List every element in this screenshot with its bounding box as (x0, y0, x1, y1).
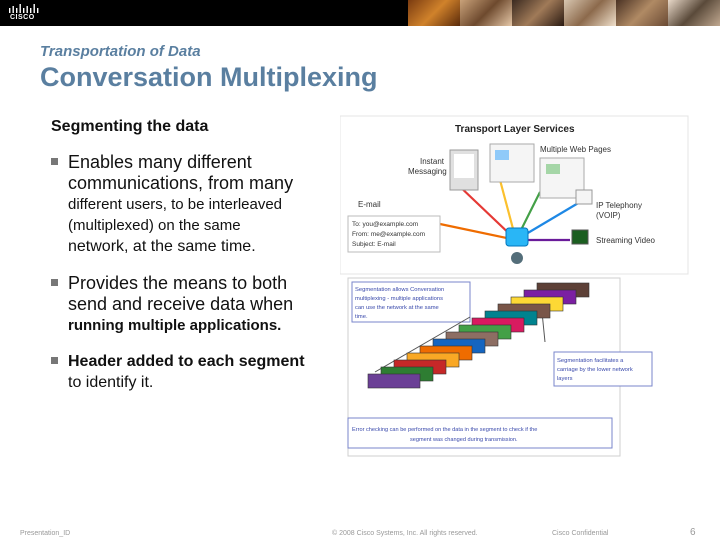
bullet-square-icon (51, 279, 58, 286)
label-email: E-mail (358, 200, 381, 209)
footer-copyright: © 2008 Cisco Systems, Inc. All rights re… (332, 530, 478, 537)
bullet-square-icon (51, 158, 58, 165)
web-page-image-icon (495, 150, 509, 160)
network-globe-icon (511, 252, 523, 264)
email-to: To: you@example.com (352, 221, 418, 228)
bullet-header-added: Header added to each segment to identify… (51, 351, 341, 393)
page-title: Conversation Multiplexing (40, 62, 378, 92)
banner-photo-strip (408, 0, 720, 26)
callout-error-line: segment was changed during transmission. (410, 437, 518, 443)
subheading: Segmenting the data (51, 118, 209, 135)
diagram-title: Transport Layer Services (455, 124, 575, 135)
email-card (347, 215, 441, 253)
bullet-line: different users, to be interleaved (68, 196, 283, 213)
callout-carriage-line: Segmentation facilitates a (557, 358, 624, 364)
segmentation-callout (351, 281, 471, 323)
banner-photo (460, 0, 512, 26)
web-page-icon (489, 143, 535, 183)
top-banner: CISCO (0, 0, 720, 26)
footer-page-number: 6 (690, 527, 696, 538)
cisco-bridge-icon (9, 4, 39, 13)
cisco-logo: CISCO (8, 4, 42, 22)
banner-photo (512, 0, 564, 26)
bullet-square-icon (51, 357, 58, 364)
data-segment (367, 373, 421, 389)
label-ip-telephony: IP Telephony (596, 201, 642, 210)
banner-photo (408, 0, 460, 26)
label-voip: (VOIP) (596, 211, 621, 220)
email-subject: Subject: E-mail (352, 241, 396, 248)
phone-icon (575, 189, 593, 205)
callout-segmentation-line: Segmentation allows Conversation (355, 287, 444, 293)
bullet-line: send and receive data when (68, 294, 294, 314)
label-messaging: Messaging (408, 167, 447, 176)
banner-photo (616, 0, 668, 26)
carriage-callout (553, 351, 653, 387)
im-screen-icon (454, 154, 474, 178)
callout-error-line: Error checking can be performed on the d… (352, 427, 537, 433)
transport-layer-diagram: Transport Layer Services Instant Messagi… (340, 115, 689, 457)
cisco-logo-text: CISCO (10, 14, 35, 21)
label-streaming-video: Streaming Video (596, 236, 656, 245)
callout-segmentation-line: time. (355, 314, 368, 320)
bullet-line: (multiplexed) on the same (68, 217, 241, 234)
arrow-email (439, 222, 517, 242)
footer-presentation-id: Presentation_ID (20, 530, 71, 537)
bullet-line: Provides the means to both (68, 273, 288, 293)
callout-segmentation-line: multiplexing - multiple applications (355, 296, 443, 302)
banner-photo (668, 0, 720, 26)
bullet-line: Enables many different (68, 152, 252, 172)
bullet-line: to identify it. (68, 374, 154, 391)
bullet-enables-communications: Enables many different communications, f… (51, 152, 341, 257)
label-web-pages: Multiple Web Pages (540, 145, 611, 154)
footer-confidential: Cisco Confidential (552, 530, 609, 537)
web-page-image-icon (546, 164, 560, 174)
network-node-icon (505, 227, 529, 247)
segment-stack (367, 282, 590, 389)
error-checking-callout (347, 417, 613, 449)
label-instant: Instant (420, 157, 445, 166)
banner-photo (564, 0, 616, 26)
bullet-line: communications, from many (68, 173, 294, 193)
callout-carriage-line: carriage by the lower network (557, 367, 633, 373)
bullet-send-and-receive: Provides the means to both send and rece… (51, 273, 341, 336)
bullet-line: Header added to each segment (68, 353, 305, 370)
callout-segmentation-line: can use the network at the same (355, 305, 439, 311)
callout-carriage-line: layers (557, 376, 573, 382)
bullet-line: running multiple applications. (68, 317, 282, 334)
funnel-line (374, 316, 471, 373)
section-label: Transportation of Data (40, 43, 201, 60)
email-from: From: me@example.com (352, 231, 425, 238)
bullet-line: network, at the same time. (68, 238, 256, 255)
camera-icon (571, 229, 589, 245)
